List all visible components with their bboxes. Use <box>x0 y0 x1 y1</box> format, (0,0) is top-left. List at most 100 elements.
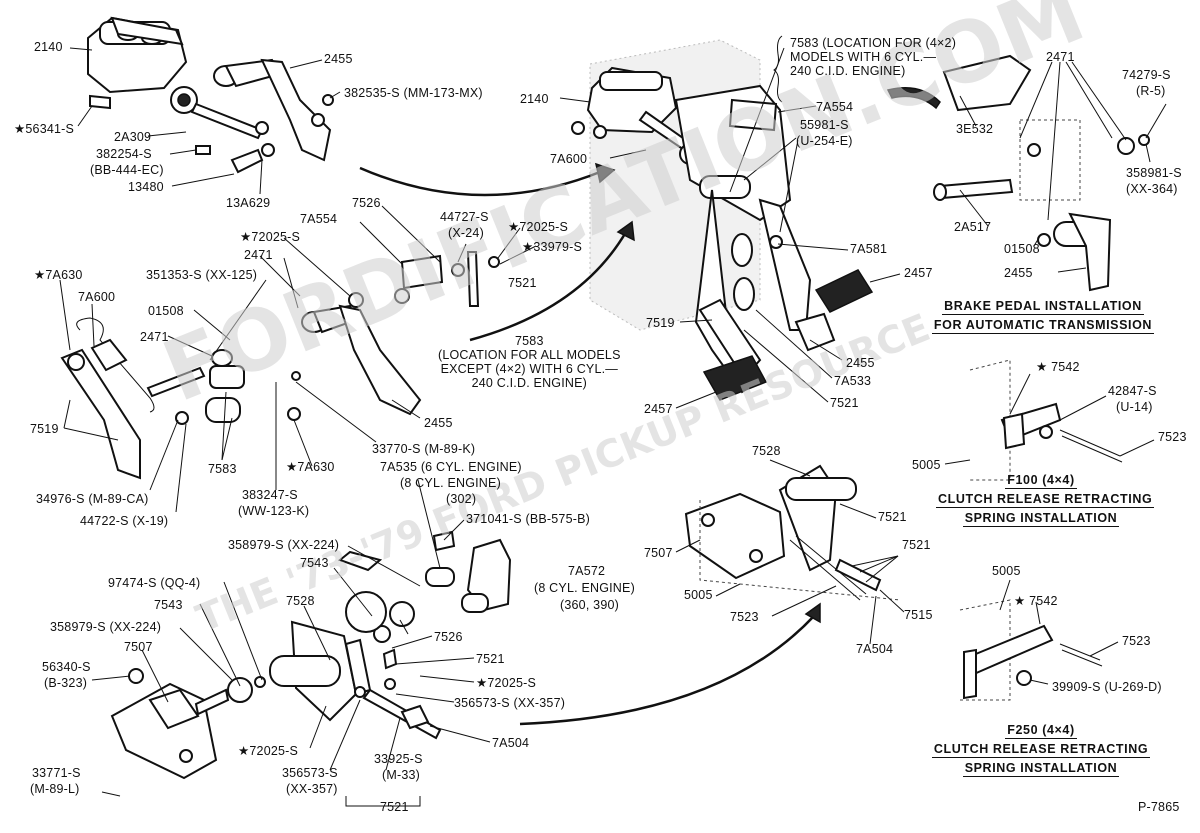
part-label: 2140 <box>520 92 549 106</box>
caption-f250-line2: CLUTCH RELEASE RETRACTING <box>931 742 1151 758</box>
part-label: 7A504 <box>856 642 894 656</box>
part-label: 358981-S <box>1126 166 1182 180</box>
pedal-topleft <box>213 58 332 162</box>
part-label: 2455 <box>424 416 453 430</box>
bracket-7A554-left <box>348 251 500 308</box>
part-label: 382254-S <box>96 147 152 161</box>
spring-f100 <box>969 359 1123 481</box>
part-label: 13480 <box>128 180 164 194</box>
part-label: 2A309 <box>114 130 152 144</box>
part-label: (B-323) <box>44 676 88 690</box>
part-label: 44722-S (X-19) <box>80 514 169 528</box>
part-label: 2140 <box>34 40 63 54</box>
part-label: (U-254-E) <box>796 134 853 148</box>
caption-f100-line1: F100 (4×4) <box>1005 473 1077 489</box>
part-label: 5005 <box>992 564 1021 578</box>
part-label: 7521 <box>380 800 409 814</box>
part-label: 7515 <box>904 608 933 622</box>
part-label: 44727-S <box>440 210 489 224</box>
part-label: (8 CYL. ENGINE) <box>534 581 635 595</box>
part-label: (M-33) <box>382 768 421 782</box>
part-label: (XX-357) <box>286 782 338 796</box>
part-label: 5005 <box>912 458 941 472</box>
part-label: 7521 <box>878 510 907 524</box>
part-label: 56340-S <box>42 660 91 674</box>
part-label: 7523 <box>730 610 759 624</box>
part-label: 7A554 <box>816 100 854 114</box>
part-label: 74279-S <box>1122 68 1171 82</box>
part-label: 55981-S <box>800 118 849 132</box>
part-label: 33770-S (M-89-K) <box>372 442 476 456</box>
part-label: 7521 <box>508 276 537 290</box>
part-label: 351353-S (XX-125) <box>146 268 258 282</box>
note-7583-mid-line2: (LOCATION FOR ALL MODELS <box>438 348 621 362</box>
note-7583-top-line1: 7583 (LOCATION FOR (4×2) <box>790 36 957 50</box>
part-label: 7A533 <box>834 374 872 388</box>
part-label: 371041-S (BB-575-B) <box>466 512 591 526</box>
part-label: 358979-S (XX-224) <box>228 538 340 552</box>
part-label: ★56341-S <box>14 122 75 136</box>
part-label: ★33979-S <box>522 240 583 254</box>
master-cylinder-topleft <box>87 16 264 140</box>
part-label: 2455 <box>846 356 875 370</box>
part-label: ★ 7542 <box>1014 594 1058 608</box>
part-label: ★7A630 <box>286 460 335 474</box>
caption-automatic-line2: FOR AUTOMATIC TRANSMISSION <box>931 318 1155 334</box>
part-label: (U-14) <box>1116 400 1153 414</box>
part-label: 7507 <box>124 640 153 654</box>
part-label: 34976-S (M-89-CA) <box>36 492 149 506</box>
part-label: 33925-S <box>374 752 423 766</box>
clutch-bracket-bottomright <box>684 464 901 601</box>
part-label: 7521 <box>476 652 505 666</box>
part-label: 356573-S <box>282 766 338 780</box>
caption-automatic: BRAKE PEDAL INSTALLATION FOR AUTOMATIC T… <box>928 298 1158 336</box>
part-label: 7A504 <box>492 736 530 750</box>
part-label: 01508 <box>148 304 184 318</box>
part-label: (8 CYL. ENGINE) <box>400 476 501 490</box>
part-label: (360, 390) <box>560 598 619 612</box>
part-label: 7523 <box>1122 634 1151 648</box>
note-7583-top: 7583 (LOCATION FOR (4×2) MODELS WITH 6 C… <box>790 36 956 78</box>
part-label: 7543 <box>300 556 329 570</box>
caption-f100-line2: CLUTCH RELEASE RETRACTING <box>936 492 1155 508</box>
part-label: 7A554 <box>300 212 338 226</box>
part-label: 7526 <box>352 196 381 210</box>
part-label: (302) <box>446 492 477 506</box>
part-label: 7528 <box>752 444 781 458</box>
part-label: 5005 <box>684 588 713 602</box>
part-label: 356573-S (XX-357) <box>454 696 566 710</box>
part-label: (XX-364) <box>1126 182 1178 196</box>
links-topright <box>731 54 1032 311</box>
caption-automatic-line1: BRAKE PEDAL INSTALLATION <box>942 299 1144 315</box>
pedal-arm-left-2455 <box>301 304 422 416</box>
part-label: (X-24) <box>448 226 484 240</box>
part-label: 2455 <box>1004 266 1033 280</box>
clutch-bracket-bottomleft <box>110 668 266 780</box>
part-label: 3E532 <box>956 122 994 136</box>
note-7583-mid-line3: EXCEPT (4×2) WITH 6 CYL.— <box>440 362 618 376</box>
part-label: ★72025-S <box>476 676 537 690</box>
part-label: (WW-123-K) <box>238 504 310 518</box>
part-label: 7507 <box>644 546 673 560</box>
part-label: 383247-S <box>242 488 298 502</box>
part-label: 7523 <box>1158 430 1187 444</box>
part-label: 7A535 (6 CYL. ENGINE) <box>380 460 522 474</box>
note-brace <box>773 35 783 103</box>
pedal-pads-topright <box>702 269 874 401</box>
part-label: 7519 <box>30 422 59 436</box>
part-label: 2471 <box>140 330 169 344</box>
note-7583-top-line2: MODELS WITH 6 CYL.— <box>790 50 937 64</box>
part-label: 42847-S <box>1108 384 1157 398</box>
part-label: (BB-444-EC) <box>90 163 164 177</box>
caption-f250-line3: SPRING INSTALLATION <box>962 761 1120 777</box>
part-label: 7583 <box>208 462 237 476</box>
part-label: 2457 <box>904 266 933 280</box>
note-7583-mid-line1: 7583 <box>515 334 544 348</box>
part-label: 2471 <box>244 248 273 262</box>
part-label: 7521 <box>902 538 931 552</box>
part-label: ★7A630 <box>34 268 83 282</box>
note-7583-top-line3: 240 C.I.D. ENGINE) <box>790 64 906 78</box>
part-label: 01508 <box>1004 242 1040 256</box>
note-7583-mid-line4: 240 C.I.D. ENGINE) <box>471 376 588 390</box>
part-label: 7528 <box>286 594 315 608</box>
